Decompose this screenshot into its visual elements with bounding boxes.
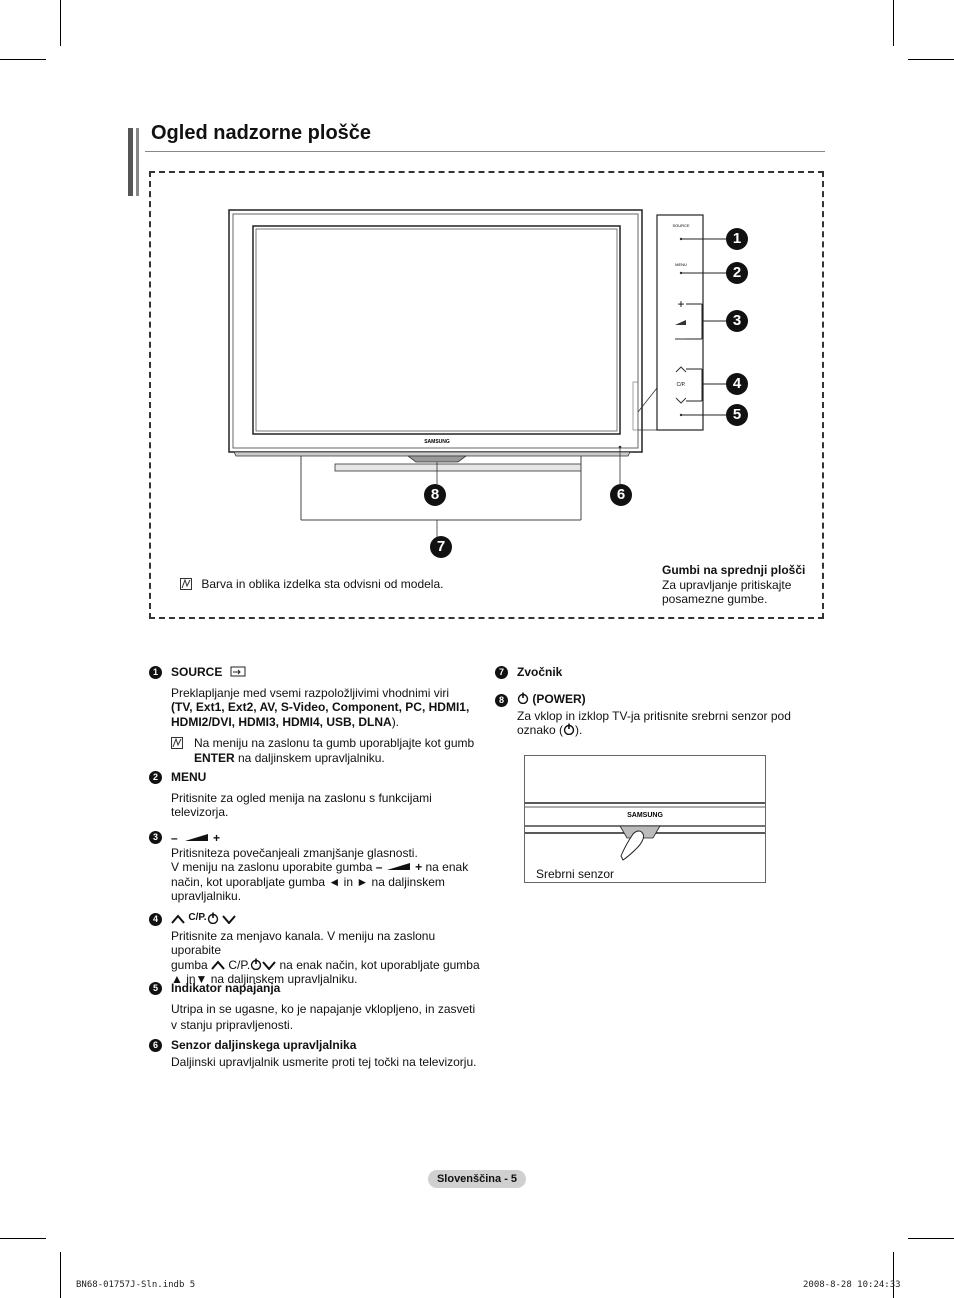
title-rule bbox=[145, 151, 825, 152]
item-number: 4 bbox=[149, 913, 162, 926]
callout-4: 4 bbox=[726, 373, 748, 395]
callout-8: 8 bbox=[424, 484, 446, 506]
crop-mark bbox=[893, 1252, 894, 1298]
crop-mark bbox=[60, 0, 61, 46]
item-number: 5 bbox=[149, 982, 162, 995]
crop-mark bbox=[0, 1238, 46, 1239]
note-icon bbox=[171, 737, 183, 749]
print-file: BN68-01757J-Sln.indb 5 bbox=[76, 1280, 196, 1290]
svg-text:C/P.: C/P. bbox=[676, 382, 685, 388]
callout-5: 5 bbox=[726, 404, 748, 426]
control-panel bbox=[656, 214, 704, 431]
item-power-indicator: Indikator napajanja Utripa in se ugasne,… bbox=[171, 981, 476, 1032]
crop-mark bbox=[908, 59, 954, 60]
note-icon bbox=[180, 578, 192, 590]
chevron-up-icon bbox=[211, 959, 225, 970]
chevron-up-icon bbox=[171, 914, 185, 924]
callout-6: 6 bbox=[610, 484, 632, 506]
item-source: SOURCE Preklapljanje med vsemi razpoložl… bbox=[171, 665, 470, 729]
item-source-note: Na meniju na zaslonu ta gumb uporabljajt… bbox=[171, 736, 481, 765]
svg-text:MENU: MENU bbox=[675, 262, 687, 267]
page-title: Ogled nadzorne plošče bbox=[151, 122, 372, 144]
figure-note: Barva in oblika izdelka sta odvisni od m… bbox=[180, 577, 443, 591]
front-panel-caption: Gumbi na sprednji plošči Za upravljanje … bbox=[662, 563, 806, 606]
power-icon bbox=[207, 912, 218, 925]
figure-frame bbox=[149, 171, 824, 619]
callout-7: 7 bbox=[430, 536, 452, 558]
item-speaker: Zvočnik bbox=[517, 665, 563, 679]
page-footer: Slovenščina - 5 bbox=[428, 1170, 526, 1188]
item-remote-sensor: Senzor daljinskega upravljalnika Daljins… bbox=[171, 1038, 477, 1069]
callout-1: 1 bbox=[726, 228, 748, 250]
item-number: 7 bbox=[495, 666, 508, 679]
crop-mark bbox=[893, 0, 894, 46]
print-date: 2008-8-28 10:24:33 bbox=[803, 1280, 901, 1290]
chevron-down-icon bbox=[262, 960, 276, 971]
crop-mark bbox=[60, 1252, 61, 1298]
svg-text:SAMSUNG: SAMSUNG bbox=[627, 812, 663, 819]
callout-3: 3 bbox=[726, 310, 748, 332]
item-menu: MENU Pritisnite za ogled menija na zaslo… bbox=[171, 770, 432, 819]
sensor-illustration: SAMSUNG bbox=[525, 802, 765, 861]
power-sensor bbox=[406, 455, 468, 463]
title-accent-bar bbox=[136, 128, 139, 196]
svg-text:+: + bbox=[677, 297, 684, 311]
volume-icon bbox=[185, 834, 209, 841]
callout-2: 2 bbox=[726, 262, 748, 284]
sensor-caption: Srebrni senzor bbox=[536, 867, 615, 881]
source-icon bbox=[230, 666, 246, 677]
title-accent-bar bbox=[128, 128, 133, 196]
item-number: 1 bbox=[149, 666, 162, 679]
volume-icon bbox=[386, 863, 410, 870]
item-number: 3 bbox=[149, 831, 162, 844]
crop-mark bbox=[908, 1238, 954, 1239]
tv-brand-logo: SAMSUNG bbox=[424, 439, 450, 445]
chevron-down-icon bbox=[222, 915, 236, 925]
tv-stand bbox=[334, 463, 582, 472]
item-channel: C/P. Pritisnite za menjavo kanala. V men… bbox=[171, 912, 480, 986]
item-number: 8 bbox=[495, 694, 508, 707]
power-icon bbox=[250, 958, 262, 970]
item-number: 6 bbox=[149, 1039, 162, 1052]
tv-illustration: SAMSUNG SOURCE MENU + C/P. bbox=[228, 209, 726, 537]
power-icon bbox=[563, 723, 575, 736]
power-icon bbox=[517, 692, 529, 705]
item-number: 2 bbox=[149, 771, 162, 784]
tv-screen bbox=[252, 225, 621, 435]
item-volume: – + Pritisniteza povečanjeali zmanjšanje… bbox=[171, 831, 469, 903]
svg-text:SOURCE: SOURCE bbox=[672, 223, 689, 228]
crop-mark bbox=[0, 59, 46, 60]
item-power: (POWER) Za vklop in izklop TV-ja pritisn… bbox=[517, 692, 791, 737]
sensor-figure: SAMSUNG Srebrni senzor bbox=[524, 755, 766, 883]
